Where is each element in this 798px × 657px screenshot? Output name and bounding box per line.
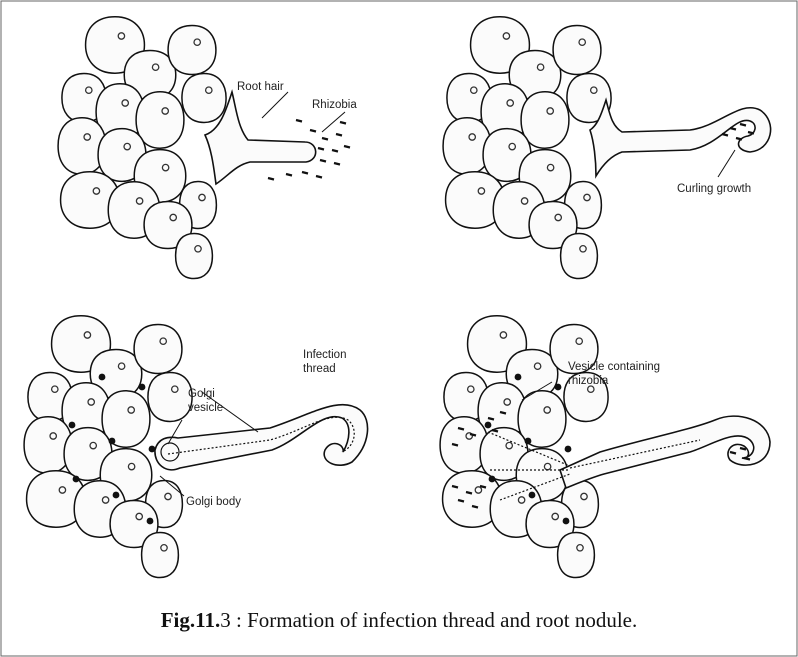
label-rhizobia: Rhizobia — [312, 99, 357, 111]
intercellular-space — [515, 374, 522, 381]
caption-fig-number: 3 — [220, 608, 231, 632]
rhizobium — [286, 174, 292, 176]
root-hair-leader — [262, 92, 288, 118]
rhizobium — [500, 412, 506, 414]
intercellular-space — [489, 476, 496, 483]
rhizobium — [748, 132, 754, 134]
rhizobium — [740, 124, 746, 126]
rhizobium — [740, 448, 746, 450]
rhizobium — [318, 148, 324, 150]
rhizobium — [722, 134, 728, 136]
intercellular-space — [563, 518, 570, 525]
cortical-cell — [518, 391, 566, 447]
rhizobium — [322, 138, 328, 140]
rhizobium — [268, 178, 274, 180]
rhizobium — [310, 130, 316, 132]
intercellular-space — [565, 446, 572, 453]
cortical-cell — [176, 233, 213, 278]
intercellular-space — [525, 438, 532, 445]
rhizobium — [458, 500, 464, 502]
panel-root-hair — [58, 17, 226, 279]
intercellular-space — [69, 422, 76, 429]
curling-leader — [718, 150, 735, 177]
rhizobium — [302, 172, 308, 174]
cortical-cell — [521, 92, 569, 148]
intercellular-space — [73, 476, 80, 483]
cortical-cell — [168, 26, 216, 75]
cortical-cell — [553, 26, 601, 75]
rhizobium — [488, 418, 494, 420]
label-vesicle-rhizobia: rhizobia — [568, 375, 609, 387]
caption-text: : Formation of infection thread and root… — [231, 608, 638, 632]
rhizobium — [736, 138, 742, 140]
label-root-hair: Root hair — [237, 81, 284, 93]
figure-caption: Fig.11.3 : Formation of infection thread… — [0, 608, 798, 633]
cortical-cell — [102, 391, 150, 447]
infection-thread-branching — [560, 416, 770, 488]
cortical-cell — [134, 325, 182, 374]
rhizobium — [296, 120, 302, 122]
intercellular-space — [529, 492, 536, 499]
rhizobium — [334, 163, 340, 165]
rhizobium — [472, 506, 478, 508]
rhizobium — [730, 128, 736, 130]
intercellular-space — [109, 438, 116, 445]
rhizobium — [458, 428, 464, 430]
rhizobium — [492, 430, 498, 432]
label-golgi-body: Golgi body — [186, 496, 241, 508]
label-golgi: Golgi — [188, 388, 215, 400]
intercellular-space — [113, 492, 120, 499]
cortical-cell — [182, 74, 226, 123]
caption-fig-label: Fig.11. — [161, 608, 221, 632]
intercellular-space — [555, 384, 562, 391]
rhizobium — [320, 160, 326, 162]
cortical-cell — [136, 92, 184, 148]
rhizobium — [344, 146, 350, 148]
rhizobium — [336, 134, 342, 136]
label-thread: thread — [303, 363, 336, 375]
panel-vesicle-rhizobia — [440, 316, 608, 578]
curling-root-hair — [590, 100, 771, 176]
rhizobium — [332, 150, 338, 152]
panel-curling-growth — [443, 17, 611, 279]
rhizobium — [466, 492, 472, 494]
label-infection: Infection — [303, 349, 346, 361]
cortical-cell — [558, 532, 595, 577]
rhizobium — [730, 452, 736, 454]
label-vesicle-containing: Vesicle containing — [568, 361, 660, 373]
label-curling-growth: Curling growth — [677, 183, 751, 195]
intercellular-space — [99, 374, 106, 381]
rhizobium — [470, 434, 476, 436]
rhizobium — [452, 444, 458, 446]
intercellular-space — [147, 518, 154, 525]
rhizobium — [744, 458, 750, 460]
label-vesicle: vesicle — [188, 402, 223, 414]
intercellular-space — [139, 384, 146, 391]
rhizobium — [480, 486, 486, 488]
cortical-cell — [148, 373, 192, 422]
rhizobium — [340, 122, 346, 124]
cortical-cell — [561, 233, 598, 278]
rhizobium — [316, 176, 322, 178]
rhizobium — [452, 486, 458, 488]
intercellular-space — [485, 422, 492, 429]
cortical-cell — [142, 532, 179, 577]
